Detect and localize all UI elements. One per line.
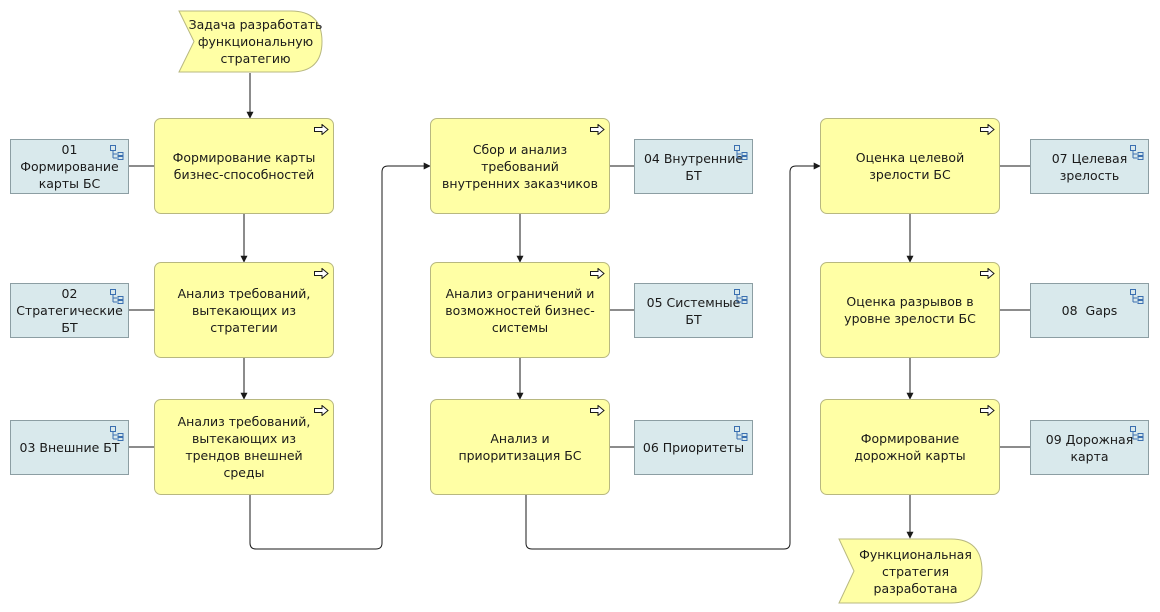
sub-process-arrow-icon [314,268,329,279]
data-object-list-icon [1130,289,1144,304]
data-object-list-icon [110,426,124,441]
data-object-01[interactable]: 01 Формирование карты БС [10,139,129,194]
process-dorozhnaya-karta[interactable]: Формирование дорожной карты [820,399,1000,495]
process-label: Формирование дорожной карты [854,431,966,463]
flow-p3-to-p4 [249,162,431,550]
data-object-07[interactable]: 07 Целевая зрелость [1030,139,1149,194]
data-object-06[interactable]: 06 Приоритеты [634,420,753,475]
sub-process-arrow-icon [980,124,995,135]
data-object-list-icon [734,145,748,160]
data-object-04[interactable]: 04 Внутренние БТ [634,139,753,194]
data-object-list-icon [110,289,124,304]
start-event-label: Задача разработать функциональную страте… [188,17,323,66]
process-analiz-strategii[interactable]: Анализ требований, вытекающих из стратег… [154,262,334,358]
process-label: Оценка целевой зрелости БС [855,150,965,182]
data-object-09[interactable]: 09 Дорожная карта [1030,420,1149,475]
sub-process-arrow-icon [590,268,605,279]
process-analiz-ogranicheniy[interactable]: Анализ ограничений и возможностей бизнес… [430,262,610,358]
process-prioritizatsiya[interactable]: Анализ и приоритизация БС [430,399,610,495]
data-object-02[interactable]: 02 Стратегические БТ [10,283,129,338]
data-object-label: 02 Стратегические БТ [16,286,123,335]
data-object-label: 04 Внутренние БТ [643,150,744,183]
data-object-05[interactable]: 05 Системные БТ [634,283,753,338]
sub-process-arrow-icon [980,405,995,416]
process-label: Сбор и анализ требований внутренних зака… [442,141,598,191]
process-label: Анализ и приоритизация БС [458,431,582,463]
sub-process-arrow-icon [314,124,329,135]
sub-process-arrow-icon [980,268,995,279]
process-label: Оценка разрывов в уровне зрелости БС [844,294,976,326]
sub-process-arrow-icon [314,405,329,416]
event-shape-icon [178,10,323,73]
end-event-label: Функциональная стратегия разработана [859,546,972,596]
process-sbor-trebovaniy[interactable]: Сбор и анализ требований внутренних зака… [430,118,610,214]
sub-process-arrow-icon [590,124,605,135]
process-otsenka-razryvov[interactable]: Оценка разрывов в уровне зрелости БС [820,262,1000,358]
data-object-list-icon [1130,426,1144,441]
flow-p6-to-p7 [525,162,821,550]
data-object-list-icon [734,289,748,304]
data-object-label: 05 Системные БТ [646,294,741,327]
data-object-label: 08 Gaps [1061,303,1118,318]
data-object-label: 07 Целевая зрелость [1051,150,1128,183]
process-label: Анализ ограничений и возможностей бизнес… [445,285,595,335]
data-object-list-icon [1130,145,1144,160]
data-object-label: 03 Внешние БТ [19,440,120,455]
data-object-08[interactable]: 08 Gaps [1030,283,1149,338]
process-label: Анализ требований, вытекающих из стратег… [177,285,311,335]
data-object-label: 06 Приоритеты [642,440,745,455]
event-shape-icon [838,538,983,604]
process-label: Анализ требований, вытекающих из трендов… [177,414,311,480]
process-tselevaya-zrelost[interactable]: Оценка целевой зрелости БС [820,118,1000,214]
process-label: Формирование карты бизнес-способностей [172,150,316,182]
start-event[interactable]: Задача разработать функциональную страте… [178,10,323,73]
process-analiz-trendov[interactable]: Анализ требований, вытекающих из трендов… [154,399,334,495]
data-object-label: 01 Формирование карты БС [20,142,119,191]
sub-process-arrow-icon [590,405,605,416]
data-object-03[interactable]: 03 Внешние БТ [10,420,129,475]
data-object-list-icon [110,145,124,160]
end-event[interactable]: Функциональная стратегия разработана [838,538,983,604]
data-object-label: 09 Дорожная карта [1045,431,1134,464]
process-formirovanie-karty[interactable]: Формирование карты бизнес-способностей [154,118,334,214]
data-object-list-icon [734,426,748,441]
